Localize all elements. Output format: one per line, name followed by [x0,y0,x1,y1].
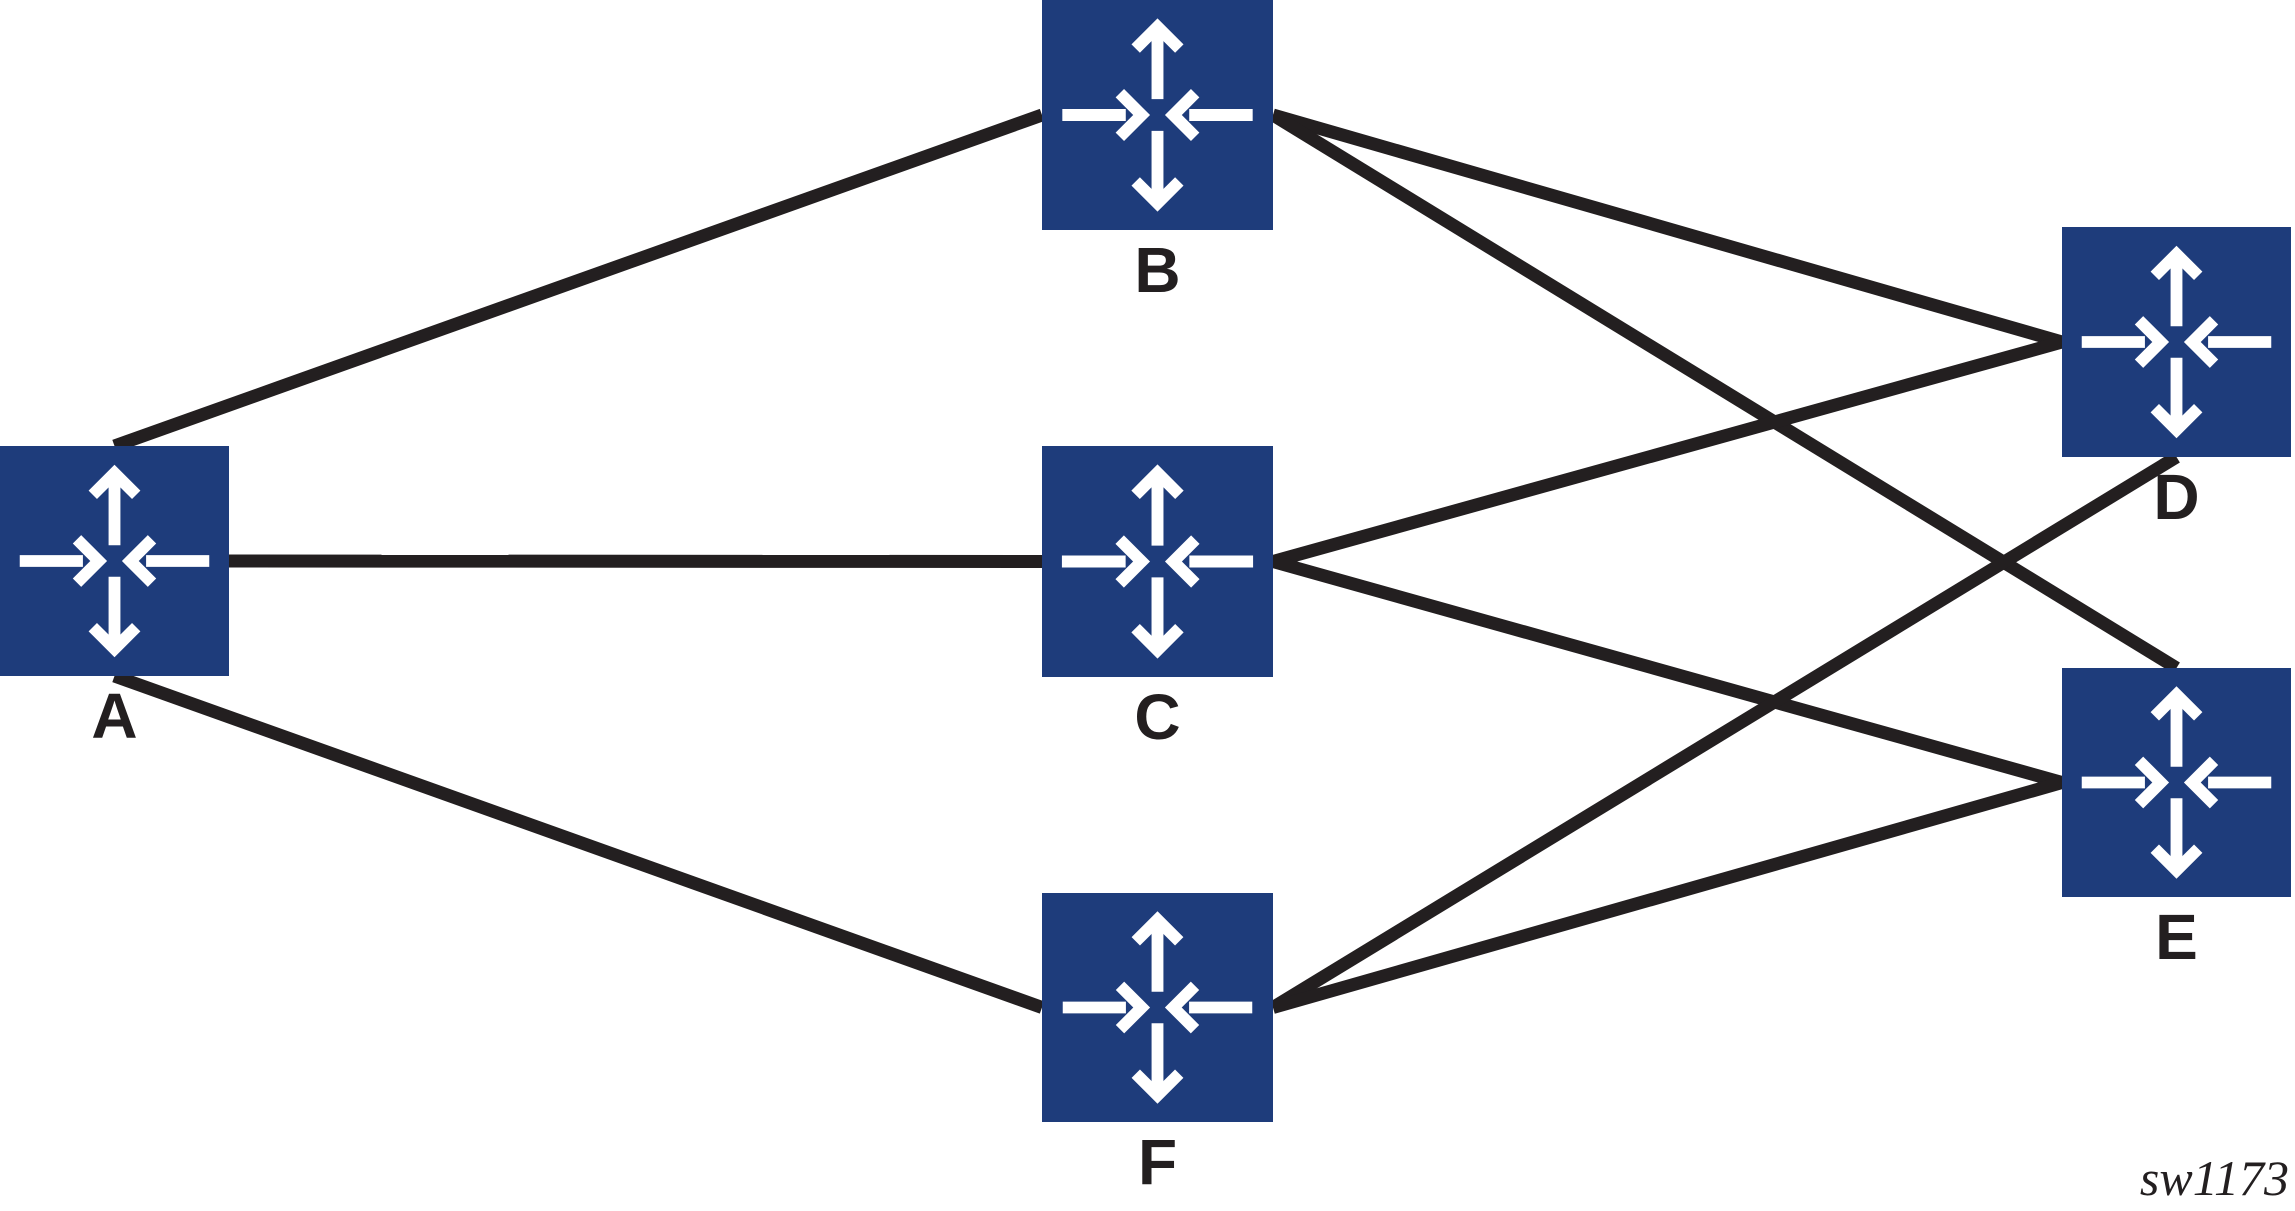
link-A-B [112,108,1045,453]
link-A-F [112,669,1045,1014]
link-C-D [1271,335,2064,568]
link-C-E [1271,555,2064,789]
link-B-D [1271,108,2064,349]
router-node-B: B [1042,0,1273,306]
router-node-F: F [1042,893,1273,1198]
node-label-E: E [2155,901,2198,973]
node-label-A: A [91,680,137,752]
links-layer [112,108,2180,1014]
router-node-E: E [2062,668,2291,973]
node-label-D: D [2153,461,2199,533]
link-A-C [228,554,1043,568]
figure-code-text: sw1173 [2139,1150,2289,1206]
link-F-E [1271,776,2064,1014]
router-node-C: C [1042,446,1273,753]
link-F-D [1269,451,2180,1014]
node-label-F: F [1138,1126,1177,1198]
router-node-D: D [2062,227,2291,533]
router-node-A: A [0,446,229,752]
node-label-B: B [1134,234,1180,306]
link-B-E [1269,109,2180,674]
node-label-C: C [1134,681,1180,753]
